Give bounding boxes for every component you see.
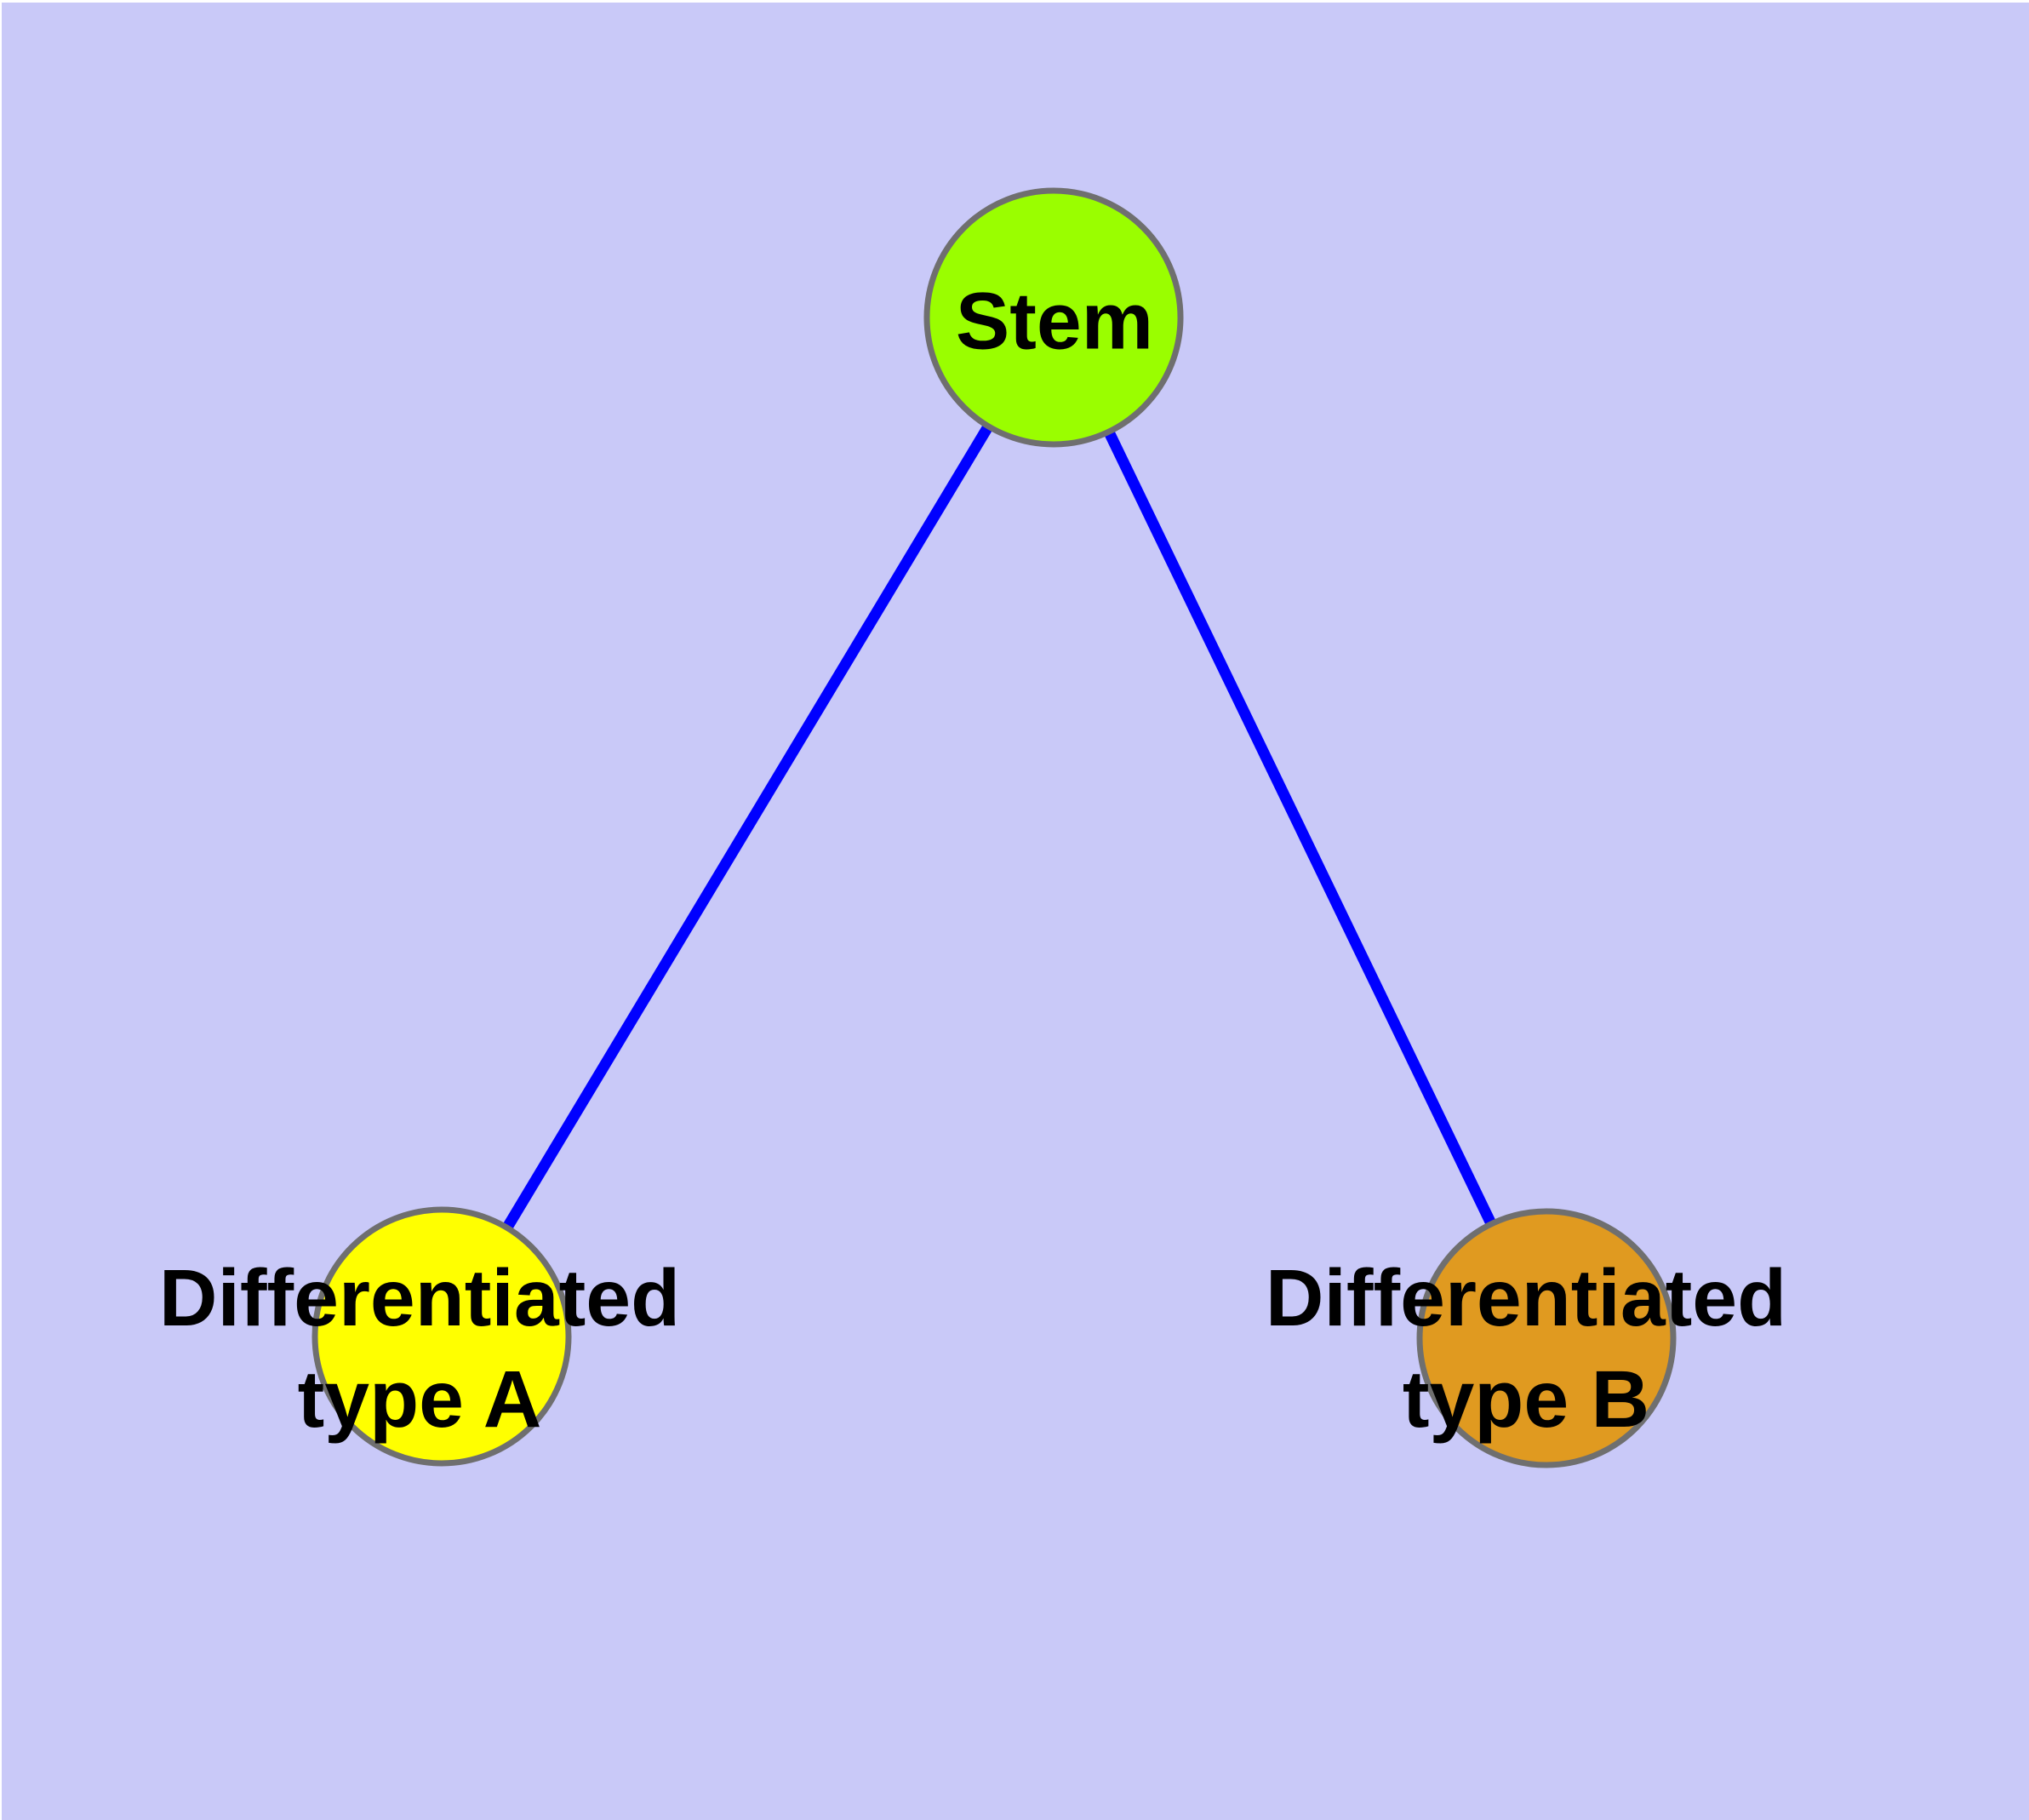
node-circle-stem: [923, 187, 1184, 448]
node-circle-diff-b: [1416, 1208, 1677, 1468]
edge-stem-to-diff-b: [1049, 315, 1552, 1341]
node-circle-diff-a: [311, 1206, 572, 1467]
edge-stem-to-diff-a: [437, 314, 1059, 1340]
edges-layer: [437, 314, 1552, 1341]
diagram-canvas: Stem Differentiated type A Differentiate…: [2, 3, 2029, 1820]
graph-svg: [311, 187, 1677, 1468]
nodes-layer: [311, 187, 1677, 1468]
